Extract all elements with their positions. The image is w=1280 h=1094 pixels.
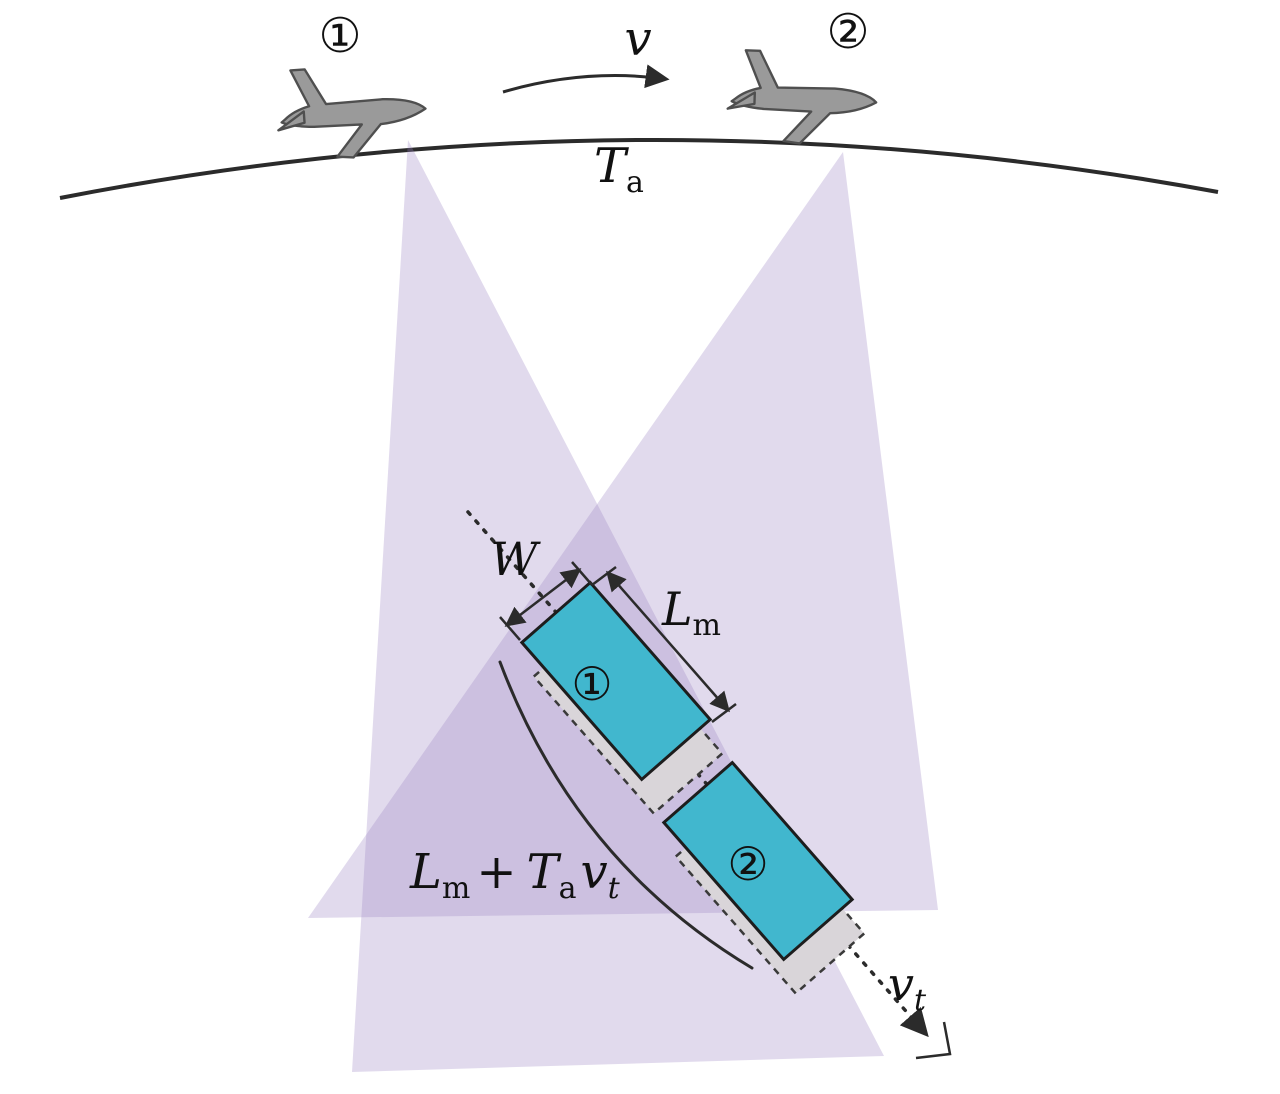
vt-corner-mark — [915, 1021, 952, 1060]
lm-dimension-ext-2 — [711, 703, 737, 723]
lm-label: Lm — [661, 582, 721, 643]
total-length-label: Lm+Tavt — [409, 844, 621, 906]
w-dimension-ext-2 — [571, 561, 593, 586]
w-label: W — [490, 532, 541, 586]
beam-footprint-2 — [308, 152, 938, 918]
total-length-brace — [498, 660, 754, 970]
velocity-label: v — [624, 11, 651, 67]
flight-path — [59, 137, 1219, 200]
ta-label: Ta — [594, 138, 644, 200]
w-dimension-arrow — [504, 568, 582, 627]
velocity-arrow — [502, 64, 670, 94]
airplane-1-icon — [273, 60, 430, 164]
lm-dimension-ext-1 — [591, 566, 617, 586]
w-dimension-ext-1 — [499, 616, 521, 641]
vt-label: vt — [888, 957, 927, 1018]
target-2 — [661, 760, 855, 962]
target-2-number: ② — [727, 837, 768, 891]
airplane-2-icon — [725, 48, 879, 148]
plane-2-number: ② — [826, 4, 869, 60]
target-1-number: ① — [571, 657, 612, 711]
plane-1-number: ① — [318, 8, 361, 64]
lm-dimension-arrow — [606, 570, 730, 713]
